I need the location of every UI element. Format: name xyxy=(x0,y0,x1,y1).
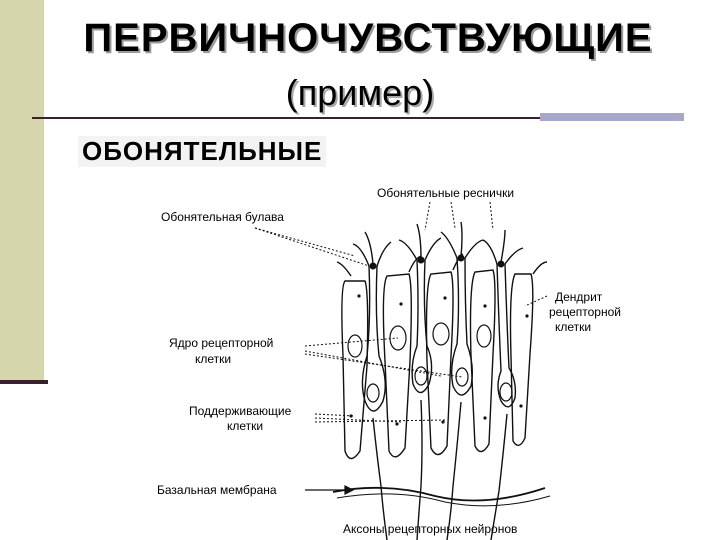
label-nucleus-line2: клетки xyxy=(195,352,232,366)
cilia xyxy=(352,231,392,267)
axon xyxy=(446,401,462,540)
axon xyxy=(416,399,423,540)
axon xyxy=(490,413,508,540)
supporting-cell xyxy=(341,280,369,460)
nucleus xyxy=(389,325,407,351)
label-cilia: Обонятельные реснички xyxy=(377,186,515,200)
basal-membrane xyxy=(336,493,551,507)
section-label: ОБОНЯТЕЛЬНЫЕ xyxy=(78,136,327,167)
nucleus xyxy=(366,383,380,403)
cilia xyxy=(336,253,548,277)
cilia xyxy=(482,229,524,265)
nucleus xyxy=(455,367,469,387)
supporting-cell xyxy=(425,271,454,456)
side-decor-line xyxy=(0,380,48,384)
cilia xyxy=(440,221,484,259)
basal-membrane xyxy=(332,486,546,502)
supporting-cell xyxy=(469,269,496,453)
cilia xyxy=(398,223,442,261)
nucleus xyxy=(476,324,492,348)
label-membrane: Базальная мембрана xyxy=(157,483,277,497)
axon xyxy=(372,417,388,540)
title-divider xyxy=(32,117,684,119)
nucleus xyxy=(499,382,513,402)
slide-subtitle: (пример) xyxy=(285,72,435,113)
olfactory-epithelium-diagram: Обонятельные реснички Обонятельная булав… xyxy=(155,186,637,540)
label-nucleus-line1: Ядро рецепторной xyxy=(169,336,274,350)
side-decor-bar xyxy=(0,0,44,384)
receptor-neuron xyxy=(496,263,517,408)
label-support-line2: клетки xyxy=(227,419,264,433)
nucleus xyxy=(432,322,450,346)
receptor-neuron xyxy=(411,259,433,394)
title-divider-accent xyxy=(540,113,684,121)
label-knob: Обонятельная булава xyxy=(161,210,284,224)
nucleus xyxy=(347,334,363,358)
label-dendrite-line2: рецепторной xyxy=(549,305,621,319)
slide-title: ПЕРВИЧНОЧУВСТВУЮЩИЕ xyxy=(83,16,653,60)
nucleus xyxy=(414,366,428,386)
label-axons: Аксоны рецепторных нейронов xyxy=(343,522,518,536)
supporting-cell xyxy=(509,273,534,446)
receptor-neuron xyxy=(450,257,474,396)
label-dendrite-line1: Дендрит xyxy=(555,290,603,304)
supporting-cell xyxy=(382,273,412,458)
label-support-line1: Поддерживающие xyxy=(189,404,292,418)
label-dendrite-line3: клетки xyxy=(555,320,592,334)
epithelium-illustration xyxy=(254,201,551,540)
